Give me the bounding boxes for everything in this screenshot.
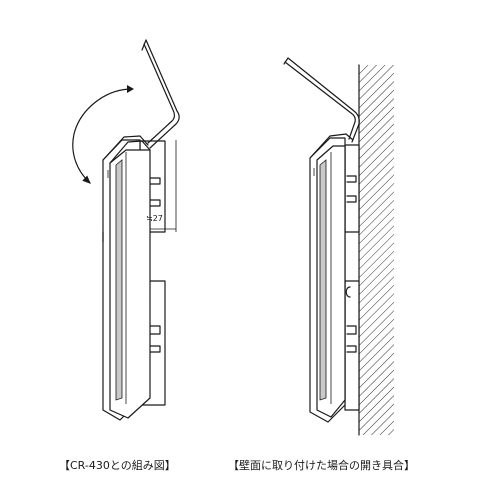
panel-top-bend xyxy=(102,135,149,161)
right-lid-arm-inner xyxy=(284,61,356,140)
right-lid-arm xyxy=(287,57,360,143)
right-figure xyxy=(283,57,394,436)
wall xyxy=(358,64,394,436)
left-figure: ≒27 xyxy=(72,39,180,421)
dimension-annotation: ≒27 xyxy=(146,140,177,232)
right-lid-arm-tip xyxy=(283,57,289,65)
right-main-panel xyxy=(309,137,346,423)
dimension-label: ≒27 xyxy=(146,214,163,223)
main-panel xyxy=(102,139,151,421)
right-mounting-plate xyxy=(344,144,360,411)
lid-arm xyxy=(145,39,180,149)
left-caption: 【CR-430との組み図】 xyxy=(59,459,176,472)
rotation-arrow-head-top xyxy=(127,85,134,93)
rotation-arrow xyxy=(72,88,131,184)
lid-arm-tip xyxy=(141,39,147,51)
panel-top-bend-inner xyxy=(109,140,151,164)
lid-arm-inner xyxy=(143,43,175,144)
right-caption: 【壁面に取り付けた場合の開き具合】 xyxy=(228,459,415,472)
